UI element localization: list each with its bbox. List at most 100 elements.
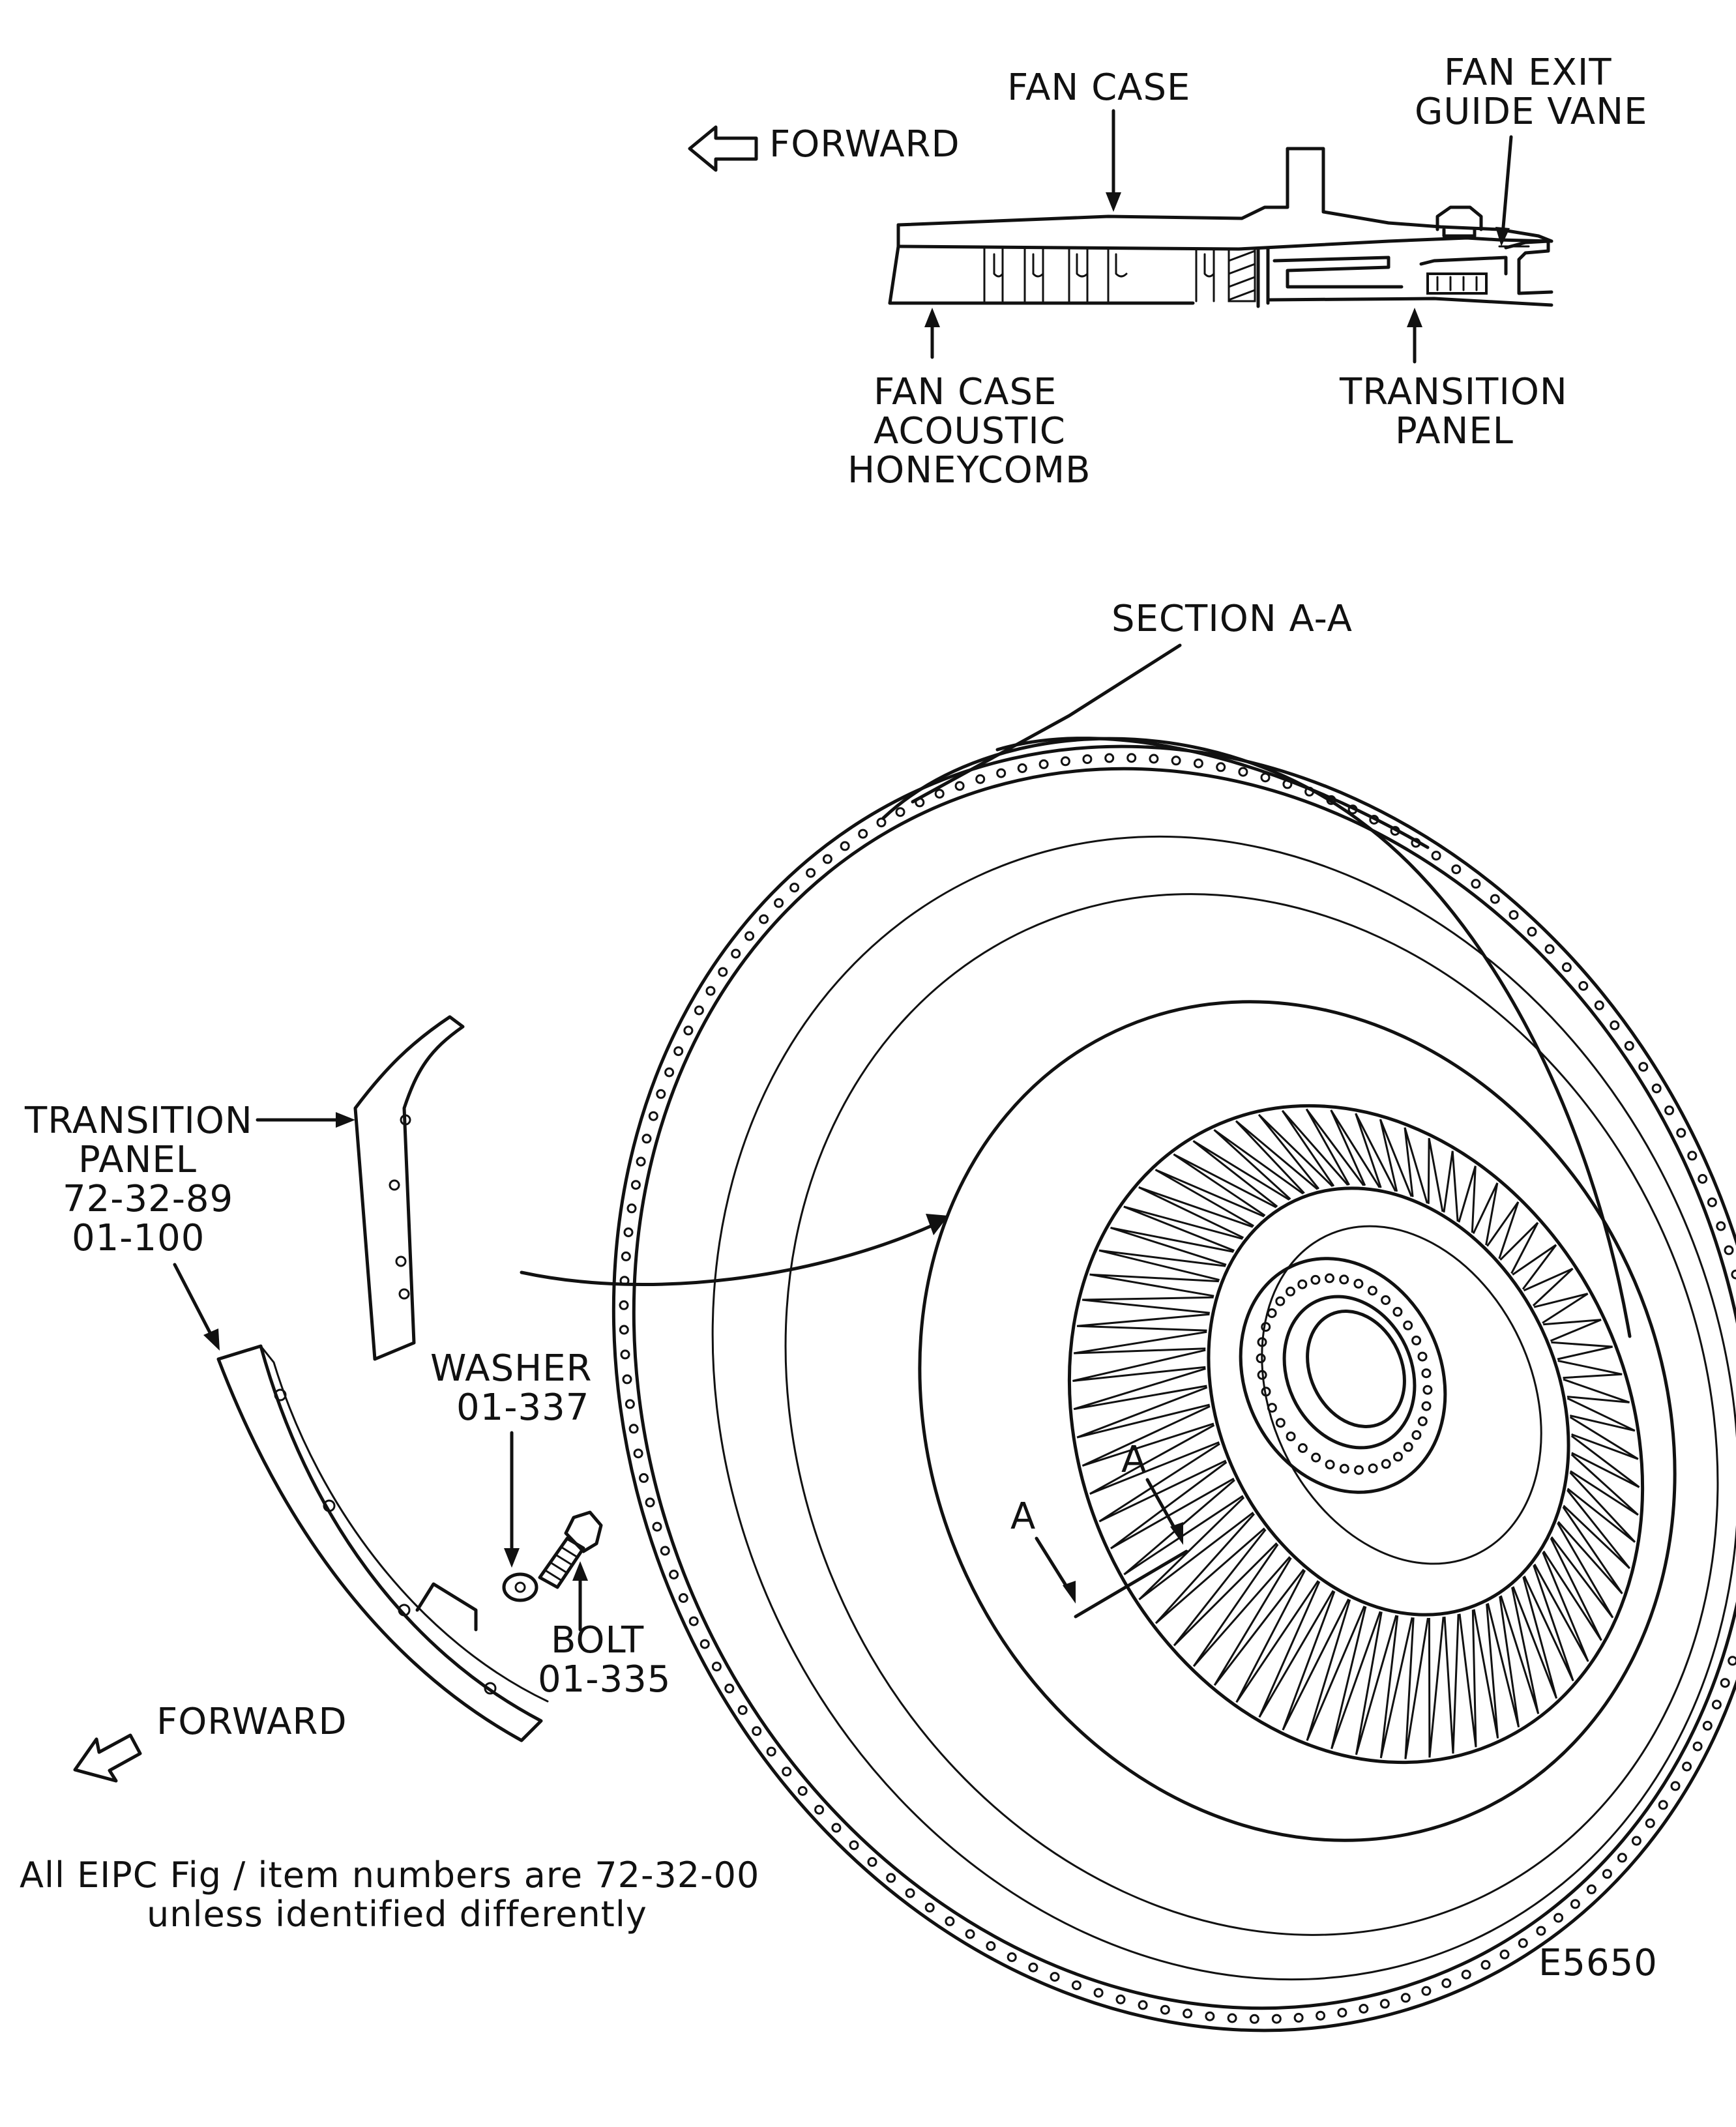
transition-panel-arrowhead	[336, 1112, 355, 1128]
flange-hole	[641, 1134, 652, 1144]
flange-hole	[1160, 2004, 1170, 2015]
spinner-inner-ring	[1261, 1225, 1542, 1565]
lower-panel-hole-3	[398, 1604, 411, 1617]
flange-hole	[1451, 864, 1462, 875]
flange-hole	[934, 789, 945, 799]
fan-blade	[1355, 1113, 1397, 1192]
bolt-icon	[538, 1510, 603, 1589]
flange-hole	[867, 1856, 877, 1867]
fan-blade	[1123, 1205, 1243, 1252]
flange-hole	[1400, 1993, 1411, 2003]
fan-blade	[1404, 1617, 1429, 1759]
fan-blade	[1192, 1544, 1291, 1667]
hub-hole	[1393, 1452, 1403, 1462]
fan-blade	[1258, 1581, 1334, 1718]
flange-hole	[1183, 2008, 1193, 2019]
flange-hole	[1017, 763, 1027, 773]
flange-hole	[639, 1473, 649, 1483]
flange-hole	[1461, 1969, 1471, 1980]
fan-blade	[1570, 1435, 1640, 1488]
flange-hole	[625, 1399, 635, 1409]
fan-blade	[1523, 1564, 1574, 1682]
fan-exit-arrowhead	[1495, 227, 1510, 246]
fan-blade	[1331, 1606, 1381, 1750]
fan-blade	[1173, 1529, 1278, 1647]
flange-hole	[1347, 804, 1358, 815]
hub-hole	[1256, 1353, 1266, 1364]
flange-hole	[1249, 2014, 1259, 2024]
fan-case-left-end	[888, 223, 900, 305]
flange-hole	[1682, 1761, 1692, 1772]
transition-panel-lower	[216, 1344, 543, 1742]
flange-hole	[1518, 1938, 1528, 1948]
upper-panel-hole-4	[398, 1288, 410, 1300]
honeycomb-arrowhead	[924, 308, 940, 327]
hub-hole	[1310, 1274, 1321, 1285]
flange-hole	[652, 1521, 662, 1532]
inlet-ring-2	[784, 893, 1719, 1936]
flange-hole	[1028, 1962, 1038, 1973]
section-mark-1-arrowhead	[1063, 1581, 1076, 1604]
flange-hole	[814, 1804, 825, 1815]
flange-hole	[782, 1767, 792, 1777]
fan-case-outer-shell	[881, 737, 1632, 1338]
fan-blade	[1533, 1293, 1589, 1324]
flange-hole	[1638, 1062, 1649, 1072]
flange-hole	[1536, 1926, 1546, 1936]
upper-panel-hole-1	[400, 1114, 411, 1126]
flange-hole	[1471, 879, 1481, 889]
hub-hole	[1403, 1320, 1413, 1330]
fan-blade	[1428, 1617, 1445, 1758]
forward-arrow-icon	[688, 125, 758, 172]
flange-hole	[678, 1593, 688, 1603]
hub-hole	[1354, 1465, 1364, 1475]
fan-blade	[1305, 1108, 1365, 1186]
flange-hole	[1093, 1988, 1104, 1998]
flange-hole	[822, 854, 832, 864]
flange-hole	[1216, 762, 1226, 772]
fan-blade	[1098, 1443, 1227, 1523]
flange-hole	[724, 1683, 735, 1694]
fan-blade	[1563, 1489, 1631, 1570]
hub-hole	[1297, 1443, 1308, 1453]
flange-hole	[1692, 1741, 1703, 1752]
flange-hole	[1441, 1978, 1452, 1988]
flange-hole	[1570, 1899, 1580, 1909]
upper-panel-hole-2	[389, 1179, 400, 1191]
hub-outer	[1239, 1257, 1447, 1494]
fan-exit-leader	[1501, 135, 1513, 237]
flange-hole	[1104, 753, 1115, 763]
fan-blade	[1081, 1405, 1214, 1467]
fan-blade	[1235, 1570, 1319, 1703]
hub-hole	[1411, 1335, 1422, 1345]
flange-hole	[1193, 758, 1203, 769]
fan-case-arrowhead	[1106, 192, 1121, 212]
honeycomb-label-3: HONEYCOMB	[847, 449, 1091, 491]
section-leader	[911, 643, 1182, 804]
flange-hole	[806, 868, 816, 878]
upper-panel-edge	[403, 1107, 415, 1344]
flange-hole	[1698, 1174, 1708, 1184]
flange-hole	[1499, 1949, 1510, 1959]
flange-hole	[731, 948, 741, 959]
hub-hole	[1286, 1431, 1296, 1442]
flange-hole	[1337, 2008, 1347, 2018]
flange-hole	[673, 1046, 684, 1057]
washer-icon	[502, 1572, 538, 1602]
transition-panel-upper	[353, 1015, 465, 1361]
fan-blade	[1443, 1614, 1460, 1754]
flange-hole	[1610, 1020, 1620, 1031]
flange-hole	[1508, 910, 1519, 920]
flange-hole	[996, 768, 1007, 778]
flange-hole	[1115, 1994, 1126, 2004]
washer-arrowhead	[504, 1548, 520, 1568]
flange-hole	[1171, 755, 1181, 766]
flange-hole	[1304, 786, 1315, 797]
fan-blade	[1557, 1506, 1623, 1594]
flange-hole	[1007, 1952, 1017, 1962]
flange-hole	[1670, 1781, 1681, 1791]
flange-hole	[849, 1840, 859, 1851]
hub-hole	[1381, 1459, 1391, 1469]
hub-hole	[1417, 1351, 1428, 1362]
